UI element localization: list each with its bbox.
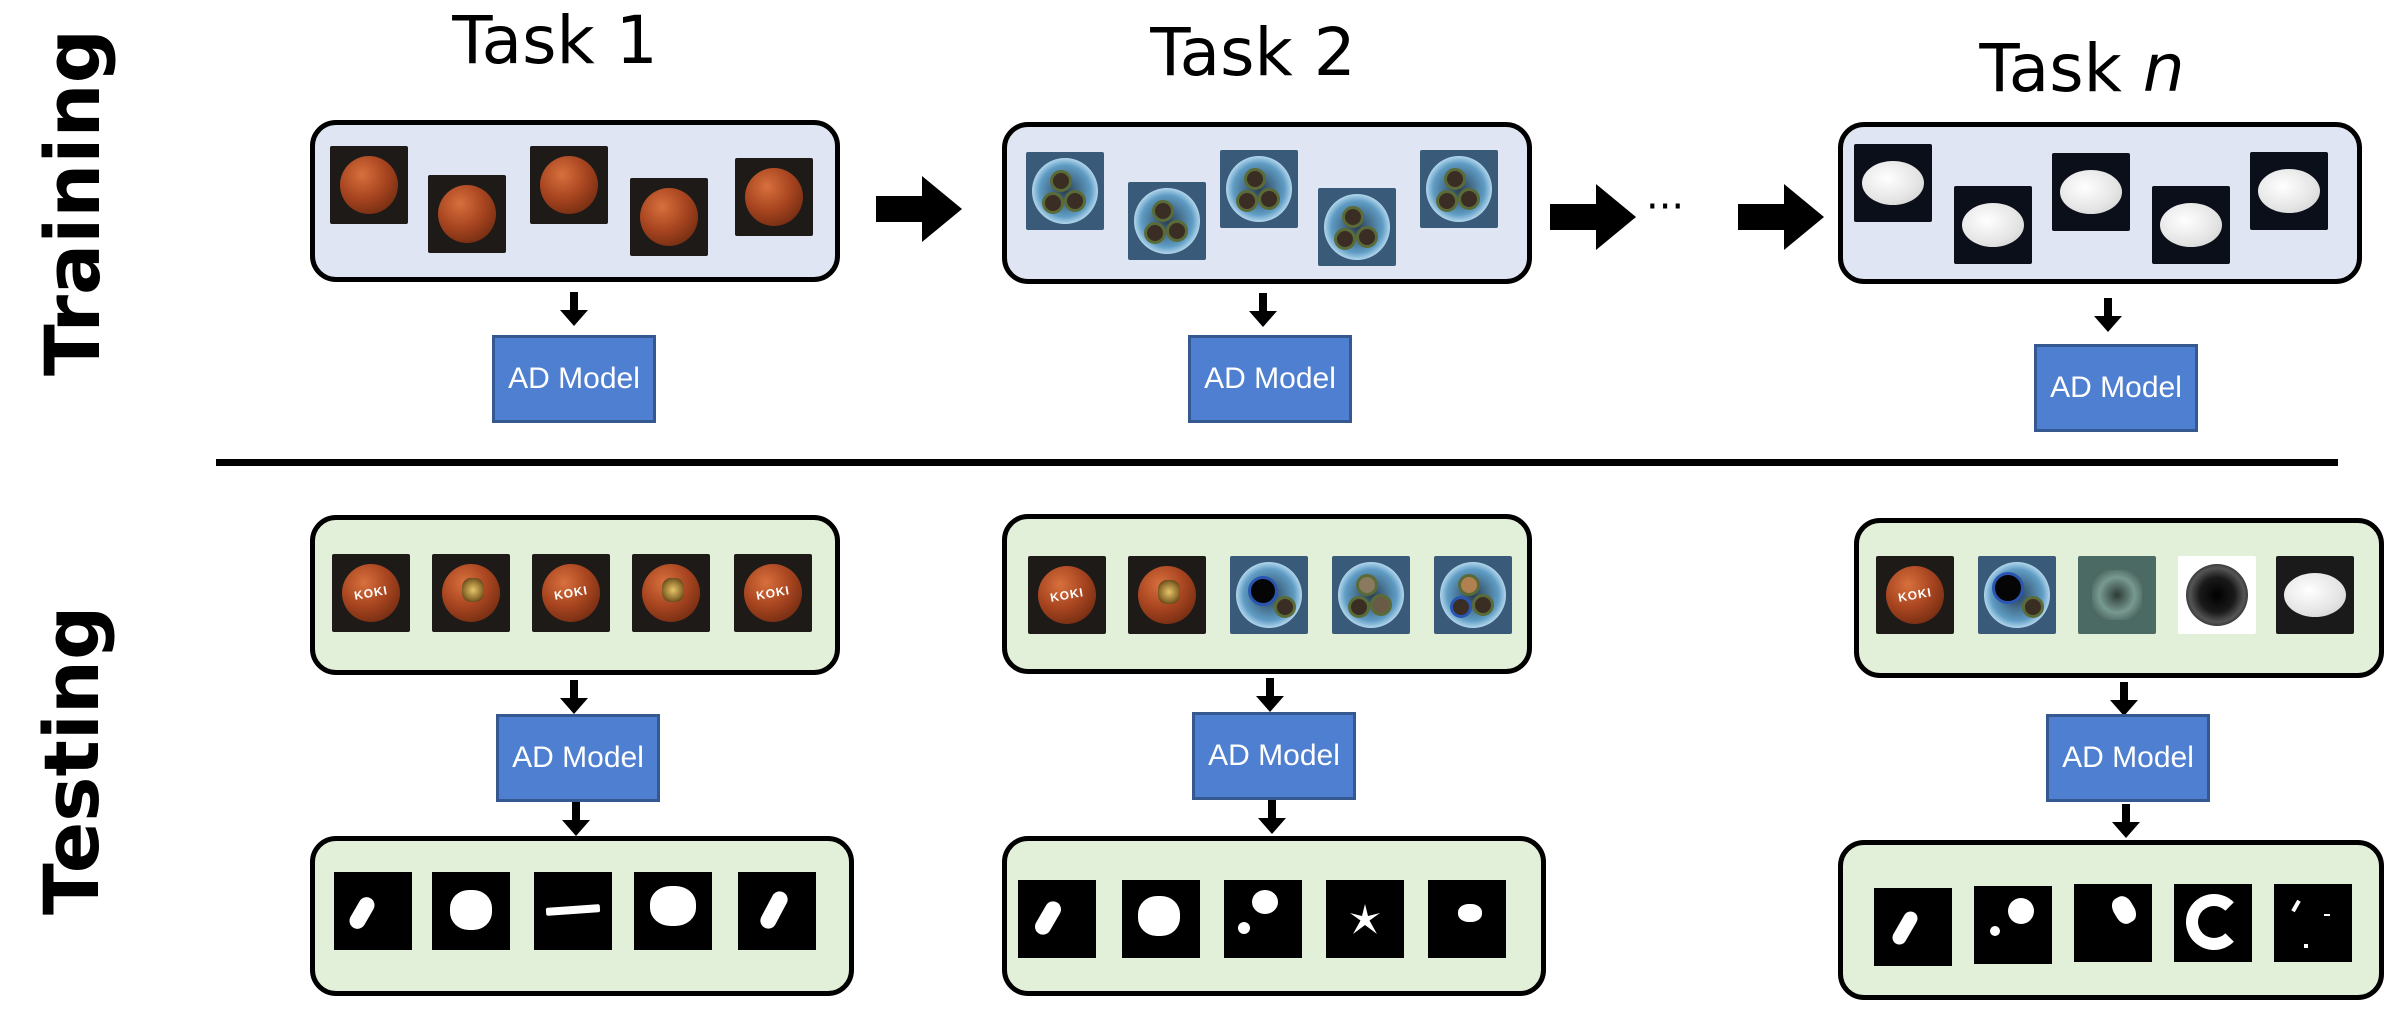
train-image-pill xyxy=(2152,186,2230,264)
down-arrow-icon xyxy=(2094,298,2122,332)
train-image-cable xyxy=(1318,188,1396,266)
down-arrow-icon xyxy=(1249,293,1277,327)
task-n-train-ad-model: AD Model xyxy=(2034,344,2198,432)
task-2-test-ad-model: AD Model xyxy=(1192,712,1356,800)
down-arrow-icon xyxy=(2110,682,2138,716)
anomaly-mask xyxy=(534,872,612,950)
test-image-hazelnut xyxy=(1876,556,1954,634)
task-n-title: Task n xyxy=(1962,30,2202,107)
task-2-title: Task 2 xyxy=(1150,14,1356,91)
test-image-hazelnut xyxy=(532,554,610,632)
train-image-pill xyxy=(1854,144,1932,222)
train-image-hazelnut xyxy=(735,158,813,236)
test-image-hazelnut xyxy=(734,554,812,632)
test-image-metal-nut xyxy=(2078,556,2156,634)
test-image-hazelnut xyxy=(632,554,710,632)
train-image-cable xyxy=(1220,150,1298,228)
anomaly-mask xyxy=(1224,880,1302,958)
anomaly-mask xyxy=(2174,884,2252,962)
testing-row-label: Testing xyxy=(27,605,116,915)
train-image-hazelnut xyxy=(330,146,408,224)
anomaly-mask xyxy=(1974,886,2052,964)
task-1-test-ad-model: AD Model xyxy=(496,714,660,802)
down-arrow-icon xyxy=(560,292,588,326)
down-arrow-icon xyxy=(562,802,590,836)
anomaly-mask xyxy=(1122,880,1200,958)
task-1-title: Task 1 xyxy=(452,2,658,79)
train-image-cable xyxy=(1026,152,1104,230)
test-image-hazelnut xyxy=(1028,556,1106,634)
task-n-index: n xyxy=(2142,30,2185,107)
train-image-pill xyxy=(1954,186,2032,264)
task-n-test-ad-model: AD Model xyxy=(2046,714,2210,802)
anomaly-mask xyxy=(634,872,712,950)
down-arrow-icon xyxy=(560,680,588,714)
task-2-train-ad-model: AD Model xyxy=(1188,335,1352,423)
right-arrow-icon xyxy=(876,176,962,242)
train-image-pill xyxy=(2250,152,2328,230)
anomaly-mask xyxy=(2074,884,2152,962)
anomaly-mask xyxy=(738,872,816,950)
task-1-train-ad-model: AD Model xyxy=(492,335,656,423)
anomaly-mask xyxy=(334,872,412,950)
test-image-cable xyxy=(1230,556,1308,634)
test-image-hazelnut xyxy=(1128,556,1206,634)
anomaly-mask xyxy=(1428,880,1506,958)
test-image-cable xyxy=(1332,556,1410,634)
test-image-hazelnut xyxy=(432,554,510,632)
anomaly-mask xyxy=(432,872,510,950)
section-divider xyxy=(216,459,2338,466)
training-row-label: Training xyxy=(28,29,117,376)
train-image-hazelnut xyxy=(428,175,506,253)
train-image-hazelnut xyxy=(630,178,708,256)
right-arrow-icon xyxy=(1738,184,1824,250)
ellipsis: ··· xyxy=(1646,184,1685,230)
train-image-cable xyxy=(1420,150,1498,228)
anomaly-mask xyxy=(1874,888,1952,966)
train-image-hazelnut xyxy=(530,146,608,224)
down-arrow-icon xyxy=(1258,800,1286,834)
down-arrow-icon xyxy=(1256,678,1284,712)
test-image-bottle xyxy=(2178,556,2256,634)
anomaly-mask xyxy=(2274,884,2352,962)
test-image-cable xyxy=(1978,556,2056,634)
test-image-hazelnut xyxy=(332,554,410,632)
down-arrow-icon xyxy=(2112,804,2140,838)
anomaly-mask xyxy=(1326,880,1404,958)
task-n-prefix: Task xyxy=(1979,30,2143,107)
test-image-cable xyxy=(1434,556,1512,634)
test-image-pill xyxy=(2276,556,2354,634)
right-arrow-icon xyxy=(1550,184,1636,250)
train-image-pill xyxy=(2052,153,2130,231)
train-image-cable xyxy=(1128,182,1206,260)
anomaly-mask xyxy=(1018,880,1096,958)
